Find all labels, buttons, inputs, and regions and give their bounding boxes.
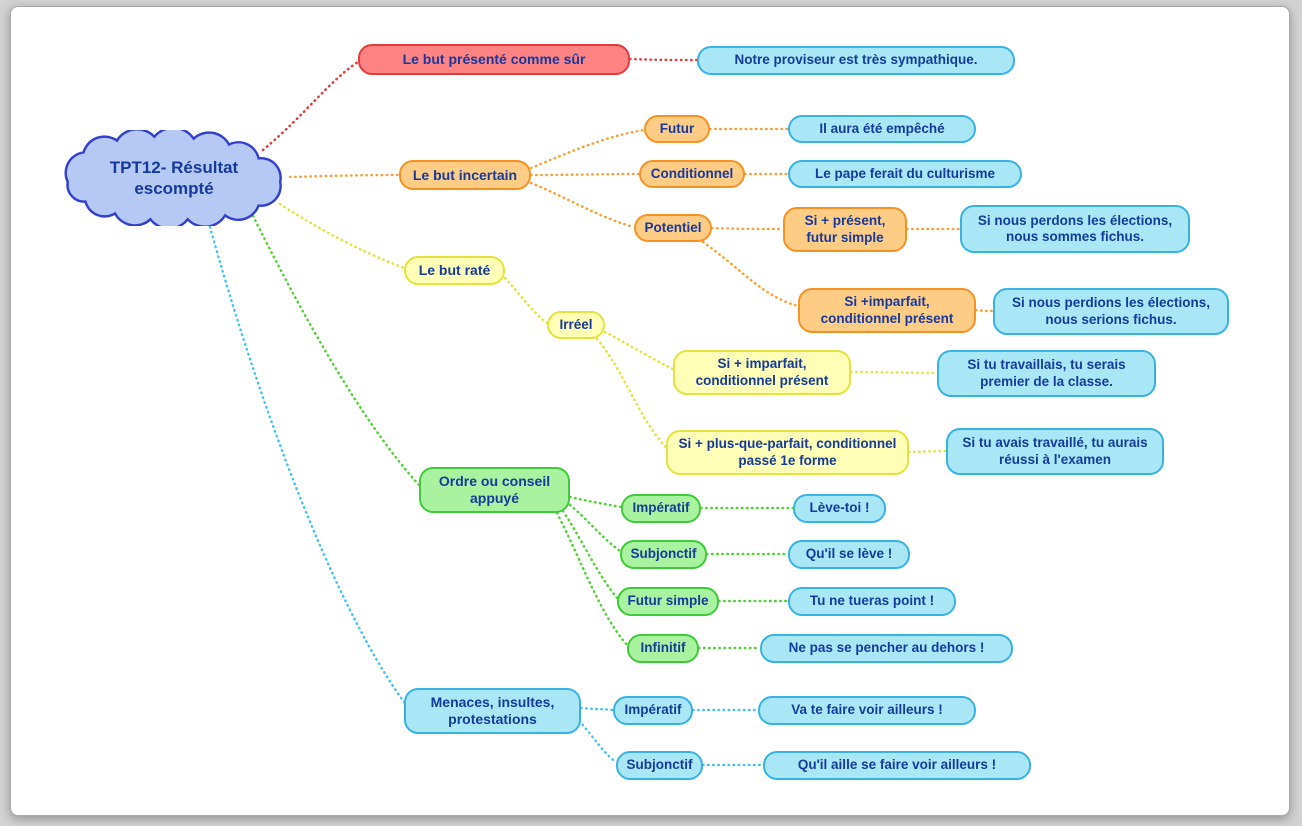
node-si-imparfait-cond-present[interactable]: Si +imparfait, conditionnel présent — [798, 288, 976, 333]
node-but-rate[interactable]: Le but raté — [404, 256, 505, 285]
node-c-subjonctif[interactable]: Subjonctif — [616, 751, 703, 780]
node-but-sur[interactable]: Le but présenté comme sûr — [358, 44, 630, 75]
root-label: TPT12- Résultat escompté — [109, 157, 239, 198]
node-c-imperatif[interactable]: Impératif — [613, 696, 693, 725]
node-infinitif-example[interactable]: Ne pas se pencher au dehors ! — [760, 634, 1013, 663]
node-futur[interactable]: Futur — [644, 115, 710, 143]
node-futur-simple-example[interactable]: Tu ne tueras point ! — [788, 587, 956, 616]
node-futur-simple[interactable]: Futur simple — [617, 587, 719, 616]
node-si-present-futur-simple[interactable]: Si + présent, futur simple — [783, 207, 907, 252]
node-si-present-example[interactable]: Si nous perdons les élections, nous somm… — [960, 205, 1190, 253]
node-potentiel[interactable]: Potentiel — [634, 214, 712, 242]
node-c-subjonctif-example[interactable]: Qu'il aille se faire voir ailleurs ! — [763, 751, 1031, 780]
node-si-plus-que-parfait[interactable]: Si + plus-que-parfait, conditionnel pass… — [666, 430, 909, 475]
node-but-sur-example[interactable]: Notre proviseur est très sympathique. — [697, 46, 1015, 75]
node-g-subjonctif[interactable]: Subjonctif — [620, 540, 707, 569]
node-g-imperatif-example[interactable]: Lève-toi ! — [793, 494, 886, 523]
node-g-subjonctif-example[interactable]: Qu'il se lève ! — [788, 540, 910, 569]
cloud-shape-icon — [64, 130, 282, 226]
node-si-plus-que-parfait-example[interactable]: Si tu avais travaillé, tu aurais réussi … — [946, 428, 1164, 475]
node-g-imperatif[interactable]: Impératif — [621, 494, 701, 523]
node-irreel[interactable]: Irréel — [547, 311, 605, 339]
node-ordre-conseil[interactable]: Ordre ou conseil appuyé — [419, 467, 570, 513]
node-conditionnel[interactable]: Conditionnel — [639, 160, 745, 188]
node-infinitif[interactable]: Infinitif — [627, 634, 699, 663]
node-c-imperatif-example[interactable]: Va te faire voir ailleurs ! — [758, 696, 976, 725]
node-conditionnel-example[interactable]: Le pape ferait du culturisme — [788, 160, 1022, 188]
node-futur-example[interactable]: Il aura été empêché — [788, 115, 976, 143]
node-menaces[interactable]: Menaces, insultes, protestations — [404, 688, 581, 734]
node-y-si-imparfait[interactable]: Si + imparfait, conditionnel présent — [673, 350, 851, 395]
node-but-incertain[interactable]: Le but incertain — [399, 160, 531, 190]
root-node[interactable]: TPT12- Résultat escompté — [56, 130, 292, 226]
node-si-imparfait-example[interactable]: Si nous perdions les élections, nous ser… — [993, 288, 1229, 335]
node-y-si-imparfait-example[interactable]: Si tu travaillais, tu serais premier de … — [937, 350, 1156, 397]
